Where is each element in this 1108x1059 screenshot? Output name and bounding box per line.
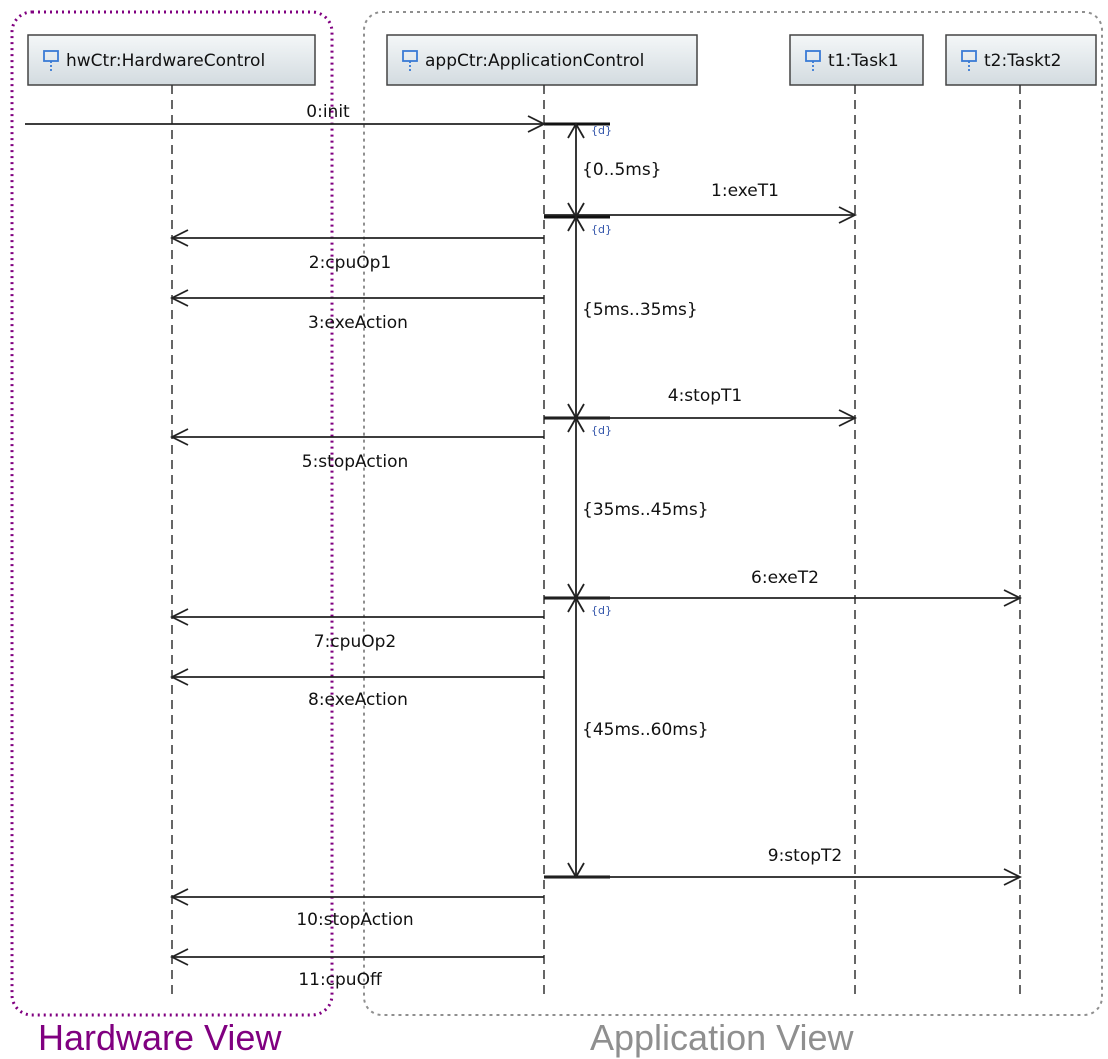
message-label: 3:exeAction	[308, 313, 408, 333]
duration-constraints: {0..5ms} {5ms..35ms} {35ms..45ms} {45ms..60…	[567, 122, 709, 879]
lifeline-label: appCtr:ApplicationControl	[425, 51, 644, 71]
message-label: 1:exeT1	[711, 181, 779, 201]
arrow-up-icon	[567, 215, 585, 232]
lifeline-label: t2:Taskt2	[984, 51, 1061, 71]
message-label: 0:init	[306, 102, 350, 122]
duration-constraint-3: {45ms..60ms}	[567, 596, 709, 879]
messages: 0:init 1:exeT1 2:cpuOp1 3:exeAction 4:stopT1…	[25, 102, 1023, 990]
message-10: 10:stopAction	[169, 888, 544, 930]
arrow-head-icon	[1003, 868, 1023, 886]
message-11: 11:cpuOff	[169, 948, 544, 990]
message-2: 2:cpuOp1	[169, 229, 544, 273]
lifeline-hw: hwCtr:HardwareControl	[27, 34, 316, 1000]
arrow-head-icon	[169, 888, 189, 906]
application-view-label: Application View	[590, 1017, 854, 1058]
message-label: 6:exeT2	[751, 568, 819, 588]
message-1: 1:exeT1	[544, 181, 858, 224]
arrow-head-icon	[838, 409, 858, 427]
message-label: 8:exeAction	[308, 690, 408, 710]
lifeline-label: hwCtr:HardwareControl	[66, 51, 265, 71]
lifeline-icon	[961, 50, 977, 71]
lifeline-t2: t2:Taskt2	[945, 34, 1097, 1000]
arrow-head-icon	[169, 229, 189, 247]
constraint-label: {45ms..60ms}	[582, 720, 709, 740]
lifeline-head[interactable]	[789, 34, 924, 86]
message-7: 7:cpuOp2	[169, 608, 544, 652]
application-view-frame	[363, 11, 1103, 1016]
lifeline-icon	[43, 50, 59, 71]
message-3: 3:exeAction	[169, 289, 544, 333]
arrow-head-icon	[169, 668, 189, 686]
arrow-head-icon	[1003, 589, 1023, 607]
lifeline-icon	[402, 50, 418, 71]
message-label: 11:cpuOff	[298, 970, 383, 990]
message-9: 9:stopT2	[544, 846, 1023, 886]
duration-marker-icon: {d}	[591, 124, 612, 137]
duration-marker-icon: {d}	[591, 604, 612, 617]
message-label: 2:cpuOp1	[309, 253, 391, 273]
arrow-head-icon	[169, 608, 189, 626]
constraint-label: {0..5ms}	[582, 160, 662, 180]
duration-marker-icon: {d}	[591, 424, 612, 437]
message-8: 8:exeAction	[169, 668, 544, 710]
arrow-head-icon	[838, 206, 858, 224]
lifeline-head[interactable]	[386, 34, 698, 86]
lifelines: hwCtr:HardwareControl appCtr:ApplicationC…	[27, 34, 1097, 1000]
message-label: 10:stopAction	[296, 910, 413, 930]
lifeline-head[interactable]	[27, 34, 316, 86]
hardware-view-label: Hardware View	[38, 1017, 282, 1058]
constraint-label: {5ms..35ms}	[582, 300, 698, 320]
message-label: 5:stopAction	[302, 452, 409, 472]
arrow-head-icon	[169, 289, 189, 307]
message-4: 4:stopT1	[544, 386, 858, 427]
duration-constraint-2: {35ms..45ms}	[567, 416, 709, 600]
lifeline-label: t1:Task1	[828, 51, 899, 71]
constraint-label: {35ms..45ms}	[582, 500, 709, 520]
arrow-head-icon	[169, 428, 189, 446]
duration-marker-icon: {d}	[591, 223, 612, 236]
arrow-up-icon	[567, 122, 585, 139]
message-6: 6:exeT2	[544, 568, 1023, 607]
duration-constraint-1: {5ms..35ms}	[567, 215, 698, 420]
hardware-view-frame	[10, 10, 334, 1017]
lifeline-head[interactable]	[945, 34, 1097, 86]
duration-constraint-0: {0..5ms}	[567, 122, 662, 219]
message-0: 0:init	[25, 102, 547, 133]
message-label: 7:cpuOp2	[314, 632, 396, 652]
message-5: 5:stopAction	[169, 428, 544, 472]
message-label: 4:stopT1	[668, 386, 742, 406]
lifeline-icon	[805, 50, 821, 71]
arrow-head-icon	[527, 115, 547, 133]
lifeline-t1: t1:Task1	[789, 34, 924, 1000]
message-label: 9:stopT2	[768, 846, 842, 866]
arrow-head-icon	[169, 948, 189, 966]
